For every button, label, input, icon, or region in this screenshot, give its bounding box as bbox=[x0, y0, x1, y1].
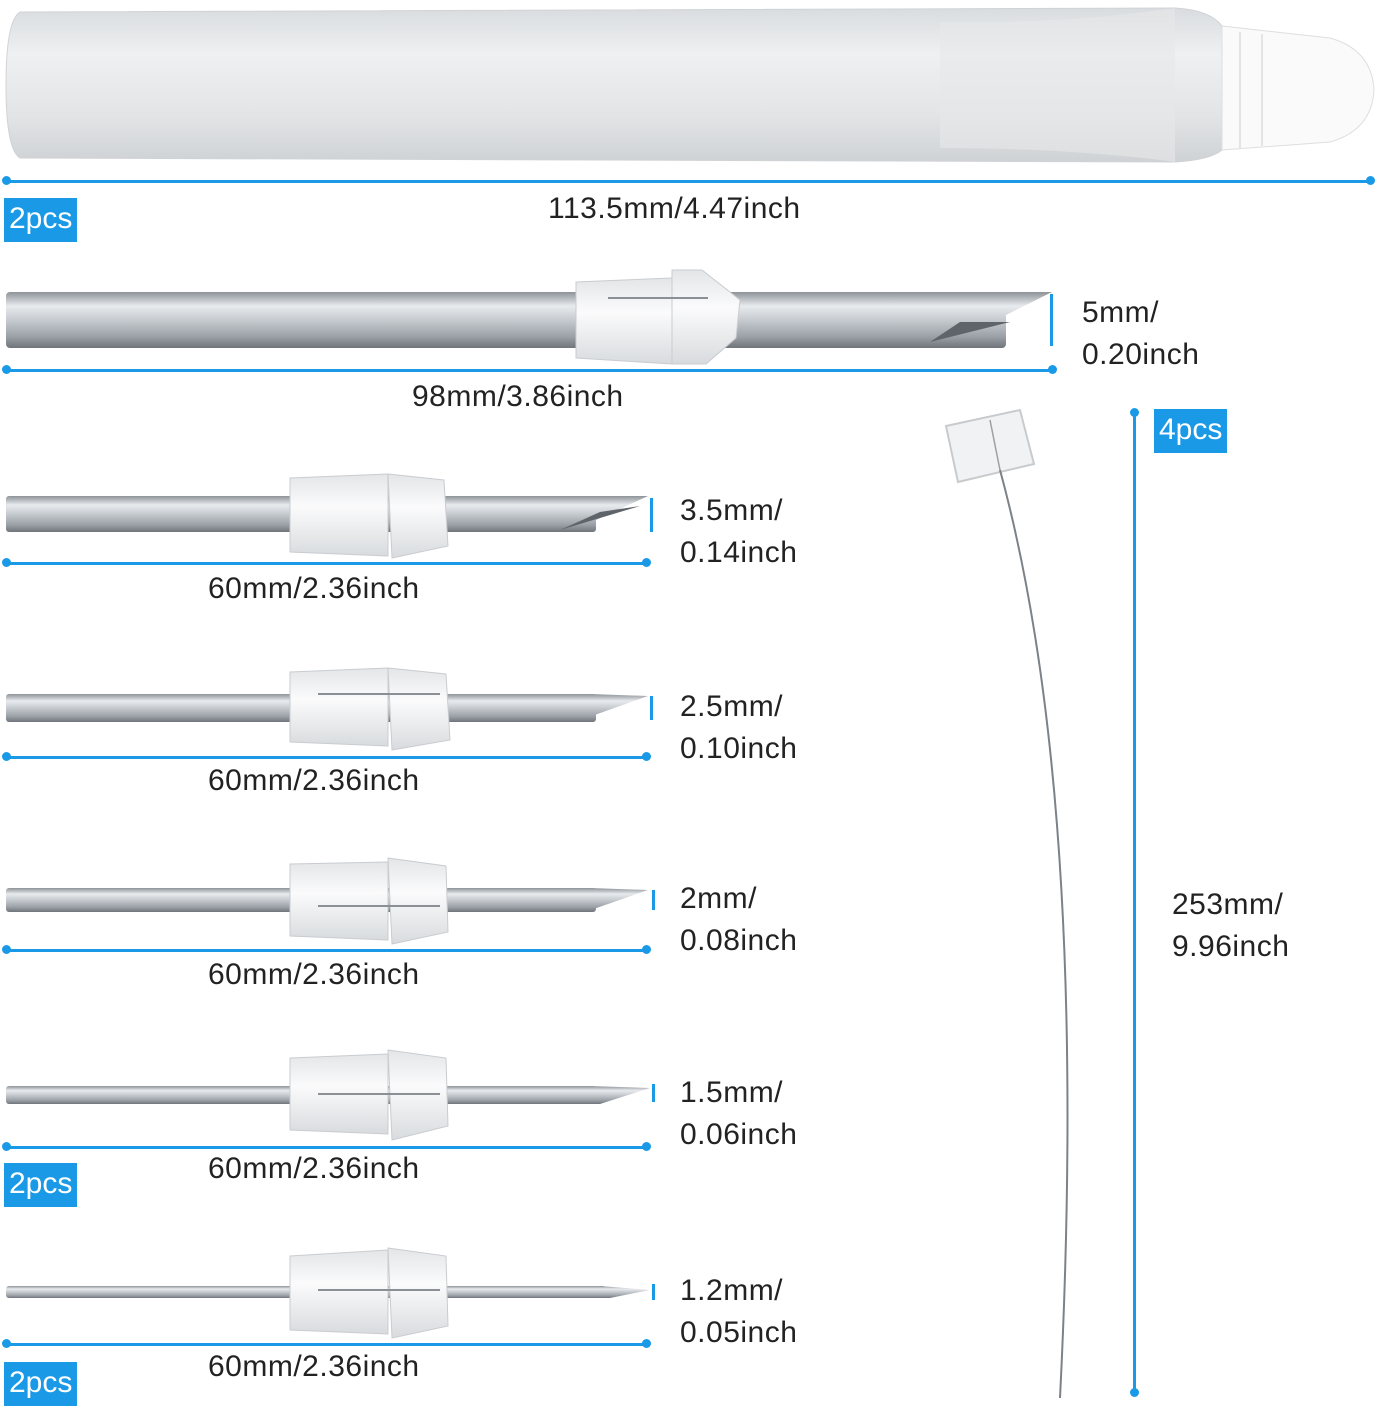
needle-1-diameter-in: 0.14inch bbox=[680, 536, 798, 569]
threader-length-line bbox=[1133, 412, 1136, 1394]
needle-4-length-label: 60mm/2.36inch bbox=[208, 1152, 420, 1185]
needle-2-diameter-in: 0.10inch bbox=[680, 732, 798, 765]
needle-3-diameter-in: 0.08inch bbox=[680, 924, 798, 957]
needle-2-illustration bbox=[6, 667, 648, 751]
needle-1-illustration bbox=[6, 473, 648, 559]
handle-length-line bbox=[6, 180, 1372, 183]
main-needle-illustration bbox=[6, 269, 1052, 365]
threader-illustration bbox=[944, 408, 1069, 1399]
handle-qty-badge: 2pcs bbox=[4, 198, 78, 242]
needle-5-diameter-in: 0.05inch bbox=[680, 1316, 798, 1349]
needle-5-length-label: 60mm/2.36inch bbox=[208, 1350, 420, 1383]
needle-4-diameter-in: 0.06inch bbox=[680, 1118, 798, 1151]
needle-1-length-label: 60mm/2.36inch bbox=[208, 572, 420, 605]
needle-4-diameter-mm: 1.5mm/ bbox=[680, 1076, 784, 1109]
main-needle-diameter-mm: 5mm/ bbox=[1082, 296, 1159, 329]
needle-1-diameter-mm: 3.5mm/ bbox=[680, 494, 784, 527]
needle-2-diameter-mm: 2.5mm/ bbox=[680, 690, 784, 723]
needle-3-length-label: 60mm/2.36inch bbox=[208, 958, 420, 991]
needle-2-length-label: 60mm/2.36inch bbox=[208, 764, 420, 797]
threader-length-in: 9.96inch bbox=[1172, 930, 1290, 963]
needle-3-illustration bbox=[6, 857, 648, 945]
handle-illustration bbox=[5, 7, 1375, 163]
needle-3-diameter-mm: 2mm/ bbox=[680, 882, 757, 915]
needle-5-illustration bbox=[6, 1247, 650, 1339]
main-needle-length-label: 98mm/3.86inch bbox=[412, 380, 624, 413]
main-needle-length-line bbox=[6, 369, 1054, 372]
threader-length-mm: 253mm/ bbox=[1172, 888, 1284, 921]
needle-5-diameter-mm: 1.2mm/ bbox=[680, 1274, 784, 1307]
needle-4-illustration bbox=[6, 1049, 650, 1141]
needle-5-qty-badge: 2pcs bbox=[4, 1362, 78, 1406]
needle-4-qty-badge: 2pcs bbox=[4, 1163, 78, 1207]
main-needle-diameter-line bbox=[1050, 294, 1053, 346]
main-needle-diameter-in: 0.20inch bbox=[1082, 338, 1200, 371]
handle-length-label: 113.5mm/4.47inch bbox=[548, 192, 801, 225]
threader-qty-badge: 4pcs bbox=[1154, 409, 1228, 453]
